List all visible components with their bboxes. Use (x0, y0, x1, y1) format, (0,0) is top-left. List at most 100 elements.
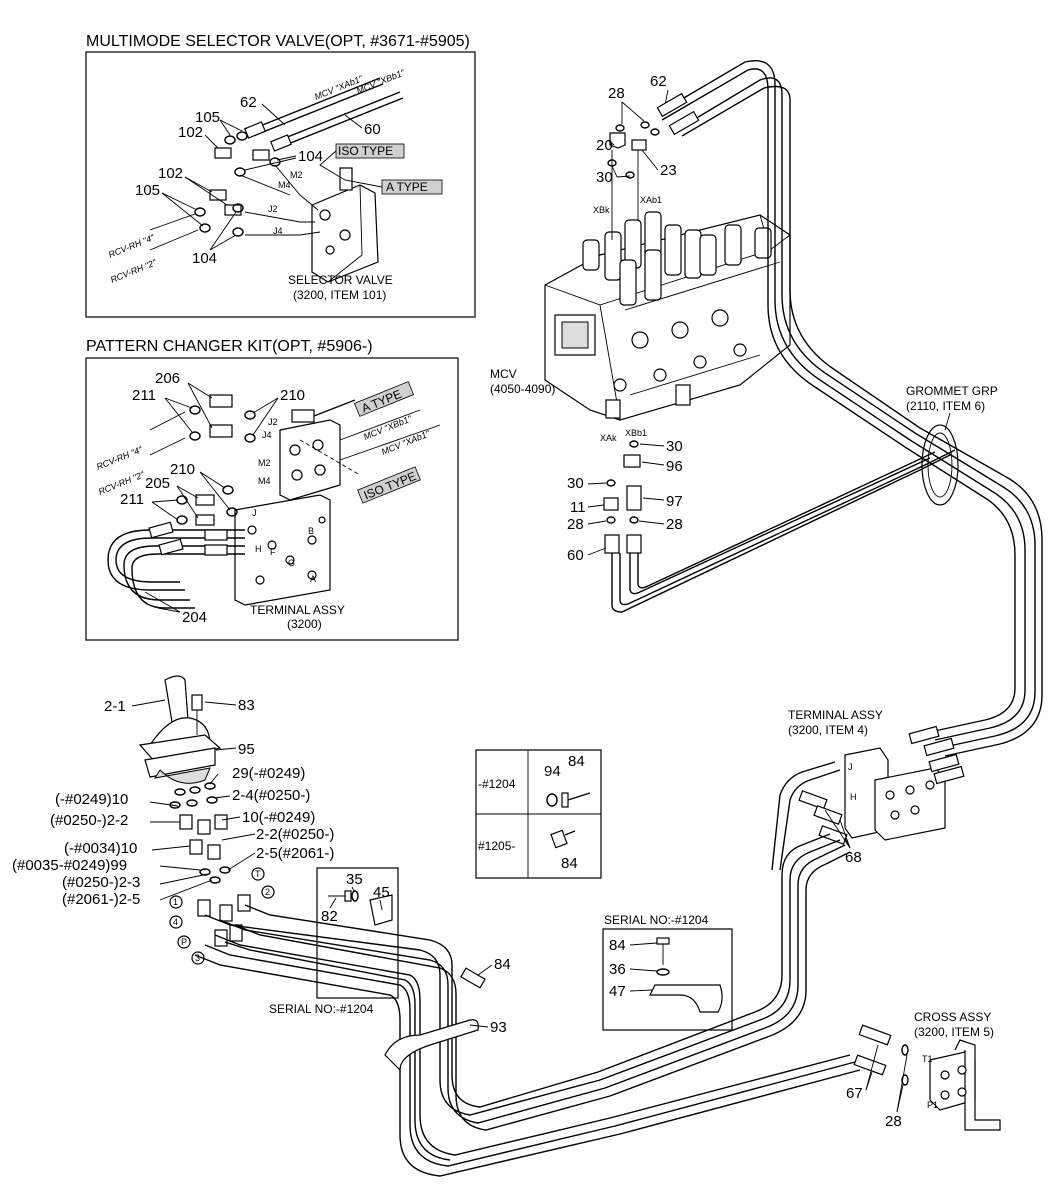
pattern-rcv-4: RCV-RH "4" (95, 444, 145, 472)
callout-84: 84 (609, 937, 626, 954)
pattern-terminal-block (234, 399, 356, 606)
pattern-iso-type: ISO TYPE (362, 469, 418, 503)
terminal-item: (3200, ITEM 4) (788, 723, 868, 737)
pattern-hoses-204 (107, 521, 245, 609)
grommet-label: GROMMET GRP (906, 384, 998, 398)
callout-30: 30 (567, 475, 584, 492)
callout-211: 211 (132, 387, 156, 404)
rcv-joystick (138, 675, 222, 784)
callout-28: 28 (885, 1113, 902, 1130)
mcv-top-fittings (607, 121, 660, 240)
callout-28: 28 (666, 516, 683, 533)
callout-99: (#0035-#0249)99 (12, 857, 127, 874)
callout-96: 96 (666, 458, 683, 475)
pattern-port-g: G (288, 558, 295, 568)
callout-206: 206 (155, 370, 180, 387)
callout-204: 204 (182, 609, 207, 626)
rcv-orings-fittings (169, 782, 251, 947)
multimode-port-m2: M2 (290, 170, 303, 180)
callout-35: 35 (346, 871, 363, 888)
callout-62: 62 (650, 73, 667, 90)
pattern-port-f: F (270, 547, 276, 557)
serial-right-box (602, 928, 733, 1031)
callout-2-3: (#0250-)2-3 (62, 874, 140, 891)
mcv-port-xbk: XBk (593, 205, 610, 215)
multimode-rcv-2: RCV-RH "2" (109, 257, 159, 285)
pattern-iso-type-highlight (357, 466, 421, 504)
callout-2-5-left: (#2061-)2-5 (62, 891, 140, 908)
callout-60: 60 (567, 547, 584, 564)
pattern-port-j4: J4 (262, 430, 272, 440)
pattern-port-h: H (255, 544, 262, 554)
multimode-fittings (194, 131, 281, 237)
callout-211: 211 (120, 491, 144, 508)
mcv-spool-caps (582, 211, 772, 306)
terminal-port-h: H (850, 792, 857, 802)
mcv-bottom-fittings (603, 440, 642, 554)
callout-28: 28 (567, 516, 584, 533)
pattern-port-m4: M4 (258, 476, 271, 486)
callout-83: 83 (238, 697, 255, 714)
multimode-title: MULTIMODE SELECTOR VALVE(OPT, #3671-#590… (86, 33, 470, 50)
grommet (921, 424, 959, 506)
pattern-a-type-highlight (353, 381, 415, 417)
selector-valve-body (311, 167, 379, 283)
callout-210: 210 (170, 461, 195, 478)
pattern-a-type: A TYPE (359, 387, 403, 416)
clamp-93 (384, 967, 486, 1072)
callout-20: 20 (596, 137, 613, 154)
callout-11: 11 (570, 499, 586, 516)
cross-port-t1: T1 (922, 1054, 933, 1064)
callout-104: 104 (192, 250, 217, 267)
callout-84: 84 (494, 956, 511, 973)
rcv-hoses (194, 761, 861, 1177)
callout-45: 45 (373, 884, 390, 901)
multimode-hoses (244, 77, 404, 152)
terminal-assy-right (798, 725, 965, 845)
main-hoses (611, 60, 1043, 757)
callout-102: 102 (158, 165, 183, 182)
callout-30: 30 (666, 438, 683, 455)
pattern-port-a: A (310, 574, 316, 584)
serial-table (475, 749, 602, 879)
mcv-section: MCV (4050-4090) XBk XAb1 XAk XBb1 20 23 … (490, 73, 791, 564)
serial-table-row2-serial: #1205- (478, 839, 515, 853)
multimode-port-j4: J4 (273, 226, 283, 236)
rcv-port-t: T (255, 869, 261, 879)
callout-23: 23 (660, 162, 677, 179)
pattern-fittings (176, 394, 256, 526)
rcv-port-2: 2 (265, 887, 270, 897)
cross-label: CROSS ASSY (914, 1010, 991, 1024)
callout-2-4: 2-4(#0250-) (232, 787, 310, 804)
callout-29: 29(-#0249) (232, 765, 305, 782)
callout-62: 62 (240, 94, 257, 111)
callout-95: 95 (238, 741, 255, 758)
multimode-iso-type: ISO TYPE (338, 144, 393, 158)
pattern-terminal-item: (3200) (287, 617, 322, 631)
callout-68: 68 (845, 849, 862, 866)
callout-102: 102 (178, 124, 203, 141)
mcv-port-xab1: XAb1 (640, 195, 662, 205)
cross-assy (853, 1024, 1001, 1131)
serial-right-label: SERIAL NO:-#1204 (604, 913, 709, 927)
terminal-label: TERMINAL ASSY (788, 708, 883, 722)
callout-30: 30 (596, 169, 613, 186)
serial-table-row1-serial: -#1204 (478, 777, 516, 791)
cross-port-p1: P1 (927, 1100, 938, 1110)
callout-2-2-left: (#0250-)2-2 (50, 812, 128, 829)
multimode-selector-section: MULTIMODE SELECTOR VALVE(OPT, #3671-#590… (85, 33, 476, 318)
callout-82: 82 (321, 908, 338, 925)
serial-table-row1-84: 84 (568, 753, 585, 770)
callout-60: 60 (364, 121, 381, 138)
callout-105: 105 (195, 109, 220, 126)
cross-item: (3200, ITEM 5) (914, 1025, 994, 1039)
rcv-port-3: 3 (195, 953, 200, 963)
serial-table-row1-94: 94 (544, 763, 561, 780)
rcv-port-4: 4 (173, 917, 178, 927)
callout-10-left: (-#0249)10 (55, 791, 128, 808)
callout-105: 105 (135, 182, 160, 199)
pattern-terminal-label: TERMINAL ASSY (250, 603, 345, 617)
mcv-port-xbb1: XBb1 (625, 428, 647, 438)
rcv-port-markers (169, 867, 275, 965)
